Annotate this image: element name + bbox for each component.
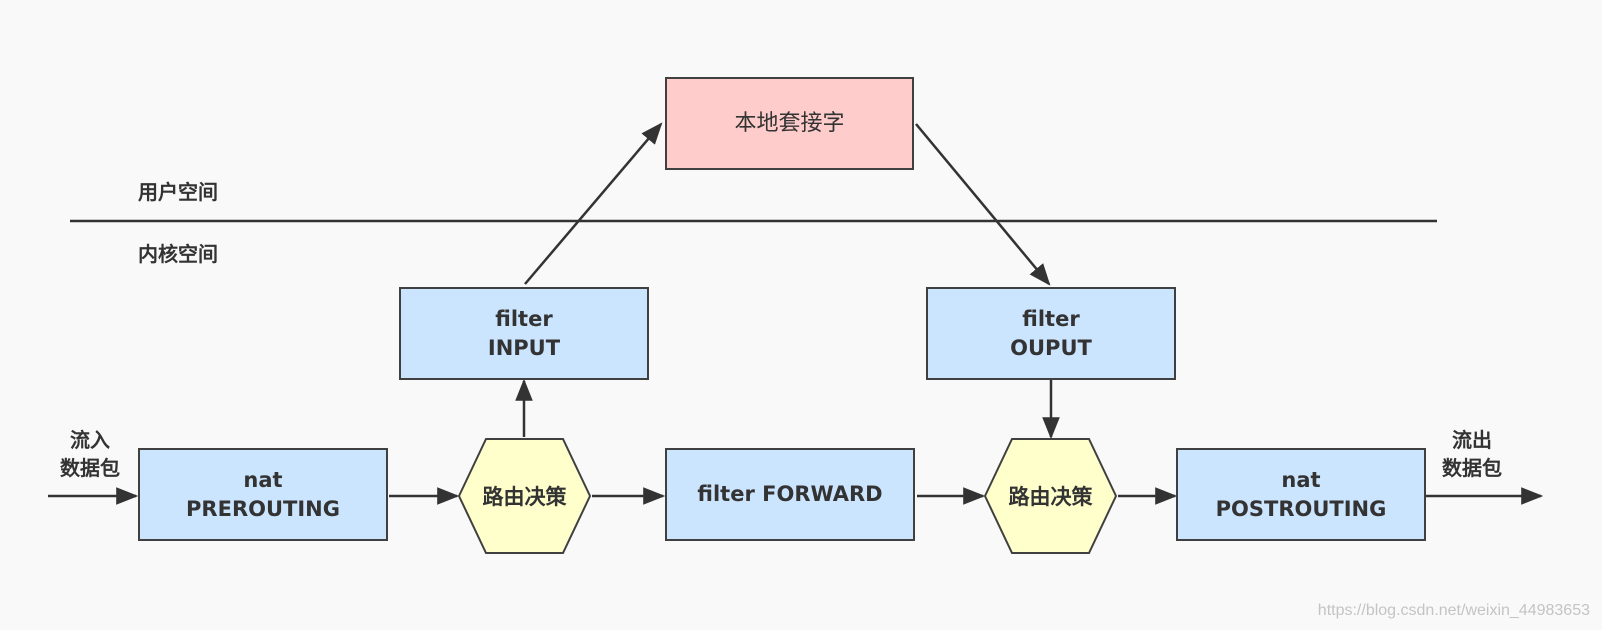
outflow-label-line1: 流出	[1452, 428, 1492, 452]
filter-input-line1: filter	[495, 306, 553, 331]
local-socket-node: 本地套接字	[665, 77, 914, 170]
outflow-label: 流出 数据包	[1432, 426, 1512, 482]
filter-output-line2: OUPUT	[1010, 335, 1092, 360]
input-to-socket-arrow	[524, 122, 663, 285]
user-space-label: 用户空间	[138, 180, 218, 204]
routing-decision-2-label: 路由决策	[1008, 485, 1093, 509]
nat-postrouting-line2: POSTROUTING	[1215, 496, 1387, 521]
routing-decision-1-hexagon	[457, 438, 592, 554]
nat-postrouting-node: nat POSTROUTING	[1176, 448, 1426, 541]
nat-prerouting-line1: nat	[243, 467, 283, 492]
local-socket-label: 本地套接字	[734, 111, 845, 136]
routing-decision-2-hexagon	[983, 438, 1118, 554]
outflow-label-line2: 数据包	[1442, 456, 1502, 480]
nat-prerouting-line2: PREROUTING	[186, 496, 340, 521]
filter-output-node: filter OUPUT	[926, 287, 1176, 380]
nat-postrouting-line1: nat	[1281, 467, 1321, 492]
filter-input-node: filter INPUT	[399, 287, 649, 380]
socket-to-output-arrow	[915, 123, 1051, 286]
filter-input-line2: INPUT	[487, 335, 561, 360]
filter-forward-label: filter FORWARD	[697, 482, 883, 506]
filter-output-line1: filter	[1022, 306, 1080, 331]
inflow-label: 流入 数据包	[50, 426, 130, 482]
nat-prerouting-node: nat PREROUTING	[138, 448, 388, 541]
routing-decision-1-label: 路由决策	[482, 485, 567, 509]
watermark-url: https://blog.csdn.net/weixin_44983653	[1317, 602, 1590, 619]
kernel-space-label: 内核空间	[138, 242, 218, 266]
inflow-label-line1: 流入	[70, 428, 110, 452]
filter-forward-node: filter FORWARD	[665, 448, 915, 541]
inflow-label-line2: 数据包	[60, 456, 120, 480]
